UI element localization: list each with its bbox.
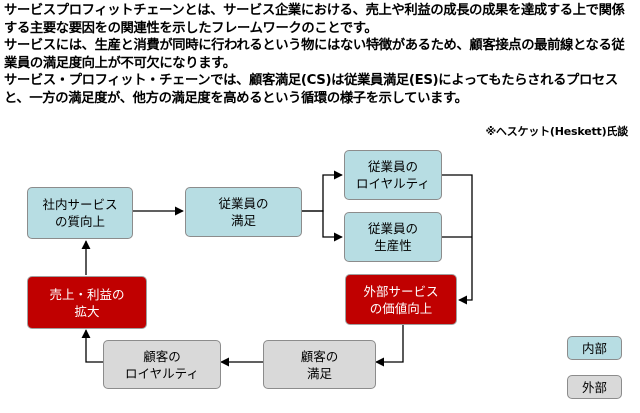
legend-internal: 内部 [567, 336, 622, 360]
node-customer-loyalty: 顧客の ロイヤルティ [103, 340, 221, 389]
arrow-customer-loyalty-to-sales [81, 329, 103, 363]
description-paragraph-3: サービス・プロフィット・チェーンでは、顧客満足(CS)は従業員満足(ES)によっ… [4, 73, 618, 106]
arrow-external-service-to-customer-satisfaction [375, 325, 404, 367]
legend-external: 外部 [567, 375, 622, 399]
node-customer-satisfaction: 顧客の 満足 [263, 340, 376, 389]
node-sales-profit-growth: 売上・利益の 拡大 [27, 276, 147, 329]
arrow-satisfaction-to-productivity [302, 210, 343, 242]
node-internal-service-quality: 社内サービス の質向上 [27, 187, 133, 239]
arrow-satisfaction-to-loyalty [302, 170, 343, 212]
node-external-service-value: 外部サービス の価値向上 [345, 274, 457, 325]
source-credit: ※ヘスケット(Heskett)氏談 [485, 125, 628, 138]
description-text: サービスプロフィットチェーンとは、サービス企業における、売上や利益の成長の成果を… [4, 2, 634, 108]
node-employee-productivity: 従業員の 生産性 [344, 212, 442, 262]
description-paragraph-2: サービスには、生産と消費が同時に行われるという物にはない特徴があるため、顧客接点… [4, 38, 625, 71]
node-employee-loyalty: 従業員の ロイヤルティ [344, 150, 442, 200]
description-paragraph-1: サービスプロフィットチェーンとは、サービス企業における、売上や利益の成長の成果を… [4, 3, 625, 36]
node-employee-satisfaction: 従業員の 満足 [185, 187, 302, 237]
